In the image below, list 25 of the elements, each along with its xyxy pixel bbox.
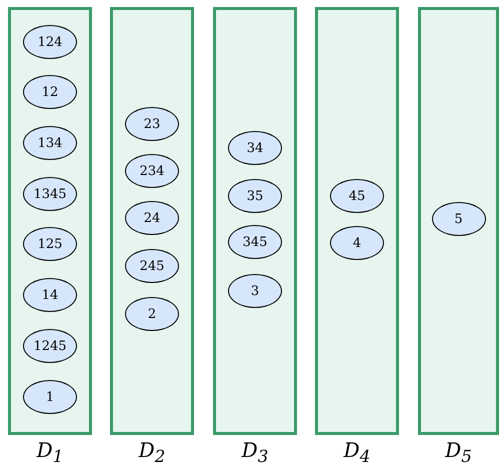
set-ellipse: 234 [125, 154, 179, 188]
set-ellipse: 125 [23, 227, 77, 261]
set-ellipse: 134 [23, 126, 77, 160]
set-ellipse: 24 [125, 201, 179, 235]
set-ellipse: 2 [125, 297, 179, 331]
set-ellipse: 5 [432, 202, 486, 236]
set-ellipse: 23 [125, 107, 179, 141]
set-ellipse: 34 [228, 131, 282, 165]
column-label: D$_{4}$ [342, 438, 372, 466]
set-ellipse: 12 [23, 75, 77, 109]
column-label: D$_{5}$ [444, 438, 473, 466]
set-ellipse: 1 [23, 380, 77, 414]
column-label: D$_{2}$ [137, 438, 166, 466]
set-ellipse: 14 [23, 278, 77, 312]
set-ellipse: 1245 [23, 329, 77, 363]
set-ellipse: 1345 [23, 177, 77, 211]
set-ellipse: 345 [228, 225, 282, 259]
set-ellipse: 45 [330, 179, 384, 213]
set-ellipse: 245 [125, 249, 179, 283]
set-ellipse: 124 [23, 25, 77, 59]
set-ellipse: 3 [228, 274, 282, 308]
set-ellipse: 4 [330, 226, 384, 260]
column-label: D$_{1}$ [35, 438, 64, 466]
column-label: D$_{3}$ [240, 438, 270, 466]
set-ellipse: 35 [228, 179, 282, 213]
